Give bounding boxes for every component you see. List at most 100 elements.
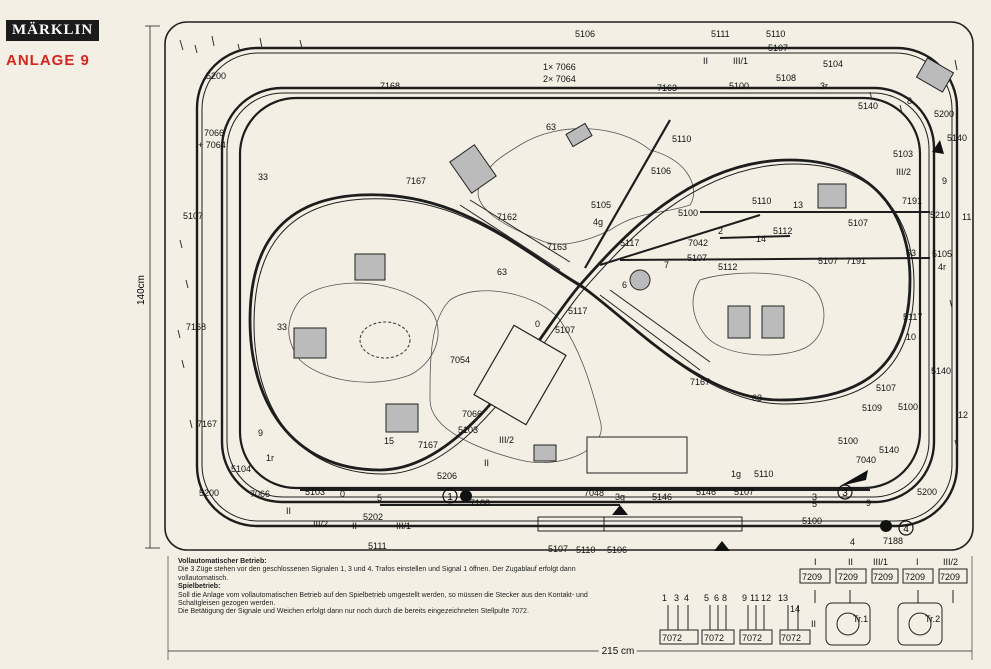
controller-port-label: 11 (750, 593, 759, 603)
track-label: 7191 (846, 256, 866, 266)
track-label: 5110 (752, 196, 771, 206)
operation-notes: Vollautomatischer Betrieb: Die 3 Züge st… (178, 558, 588, 617)
track-label: 5106 (575, 29, 595, 39)
track-label: 5111 (711, 29, 730, 39)
control-panel-7072: 7072 (781, 633, 801, 643)
relay-7209: 7209 (802, 572, 822, 582)
track-label: 9 (942, 176, 947, 186)
track-label: 5100 (802, 516, 822, 526)
track-label: 5106 (607, 545, 627, 555)
track-label: 7167 (406, 176, 426, 186)
track-label: III/2 (499, 435, 514, 445)
signal-1-label: 1 (447, 492, 453, 503)
relay-7209: 7209 (873, 572, 893, 582)
track-label: 5140 (947, 133, 967, 143)
track-label: 33 (277, 322, 287, 332)
track-label: 4r (938, 262, 946, 272)
track-label: 15 (384, 436, 394, 446)
track-label: 5107 (768, 43, 788, 53)
track-label: 63 (546, 122, 556, 132)
track-label: II (484, 458, 489, 468)
track-label: 7066 (250, 489, 270, 499)
track-label: 3g (615, 492, 625, 502)
track-label: 3 (812, 492, 817, 502)
track-label: 5110 (672, 134, 691, 144)
track-label: 1r (266, 453, 274, 463)
track-label: 5107 (734, 487, 754, 497)
track-label: 5100 (838, 436, 858, 446)
track-label: III/2 (896, 167, 911, 177)
controller-port-label: 14 (790, 604, 800, 614)
track-label: 7188 (470, 498, 490, 508)
track-label: 7040 (856, 455, 876, 465)
auto-mode-heading: Vollautomatischer Betrieb: (178, 558, 267, 565)
track-label: 7168 (380, 81, 400, 91)
track-label: 5 (377, 493, 382, 503)
track-label: 5107 (555, 325, 575, 335)
transformer-2: Tr.2 (925, 614, 940, 624)
track-label: 5100 (678, 208, 698, 218)
track-label: 7163 (547, 242, 567, 252)
track-label: 4 (850, 537, 855, 547)
track-label: 5 (812, 499, 817, 509)
relay-7209: 7209 (905, 572, 925, 582)
track-label: 33 (258, 172, 268, 182)
track-label: II (352, 521, 357, 531)
middle-loop-track (238, 96, 922, 490)
control-panel-7072: 7072 (662, 633, 682, 643)
track-label: 7168 (186, 322, 206, 332)
track-label: 63 (906, 248, 916, 258)
track-label: 63 (752, 393, 762, 403)
relay-7209: 7209 (838, 572, 858, 582)
track-label: 1g (731, 469, 741, 479)
controller-port-label: 1 (662, 593, 667, 603)
track-label: 12 (958, 410, 968, 420)
signal-4-label: 4 (903, 524, 909, 535)
controller-port-label: 9 (742, 593, 747, 603)
track-label: 6 (622, 280, 627, 290)
track-label: 7066 (204, 128, 224, 138)
brand-logo: MÄRKLIN (6, 20, 100, 41)
track-label: II (286, 506, 291, 516)
track-label: 5117 (903, 312, 922, 322)
track-label: 7048 (584, 488, 604, 498)
track-label: 5146 (696, 487, 716, 497)
track-label: 7188 (883, 536, 903, 546)
track-label: 5202 (363, 512, 383, 522)
track-label: 13 (793, 200, 803, 210)
track-label: 7066 (462, 409, 482, 419)
circuit-label: III/1 (873, 557, 888, 567)
controller-port-label: 8 (722, 593, 727, 603)
circuit-label: III/2 (943, 557, 958, 567)
track-label: 9 (866, 498, 871, 508)
circuit-label: II (811, 619, 816, 629)
figure-eight-track (248, 158, 912, 472)
track-label: 14 (756, 234, 766, 244)
track-label: + 7064 (198, 140, 226, 150)
track-label: 5110 (754, 469, 773, 479)
track-label: 7167 (690, 377, 710, 387)
track-label: 7163 (657, 83, 677, 93)
track-label: 5111 (368, 541, 387, 551)
transformer-1: Tr.1 (853, 614, 868, 624)
controller-port-label: 5 (704, 593, 709, 603)
circuit-label: II (848, 557, 853, 567)
track-label: 5140 (879, 445, 899, 455)
track-label: 5210 (930, 210, 950, 220)
outer-loop-track (195, 46, 959, 528)
track-label: 63 (497, 267, 507, 277)
controller-port-label: 12 (761, 593, 771, 603)
track-label: 2× 7064 (543, 74, 576, 84)
track-label: 5117 (620, 238, 639, 248)
track-label: II (703, 56, 708, 66)
inner-loop-track (220, 86, 936, 504)
track-label: 9 (258, 428, 263, 438)
track-label: 5103 (305, 487, 325, 497)
signal-3-label: 3 (842, 488, 848, 499)
width-dimension: 215 cm (602, 646, 635, 657)
controller-port-label: 13 (778, 593, 788, 603)
track-label: 1× 7066 (543, 62, 576, 72)
track-label: III/1 (733, 56, 748, 66)
control-panel-7072: 7072 (704, 633, 724, 643)
